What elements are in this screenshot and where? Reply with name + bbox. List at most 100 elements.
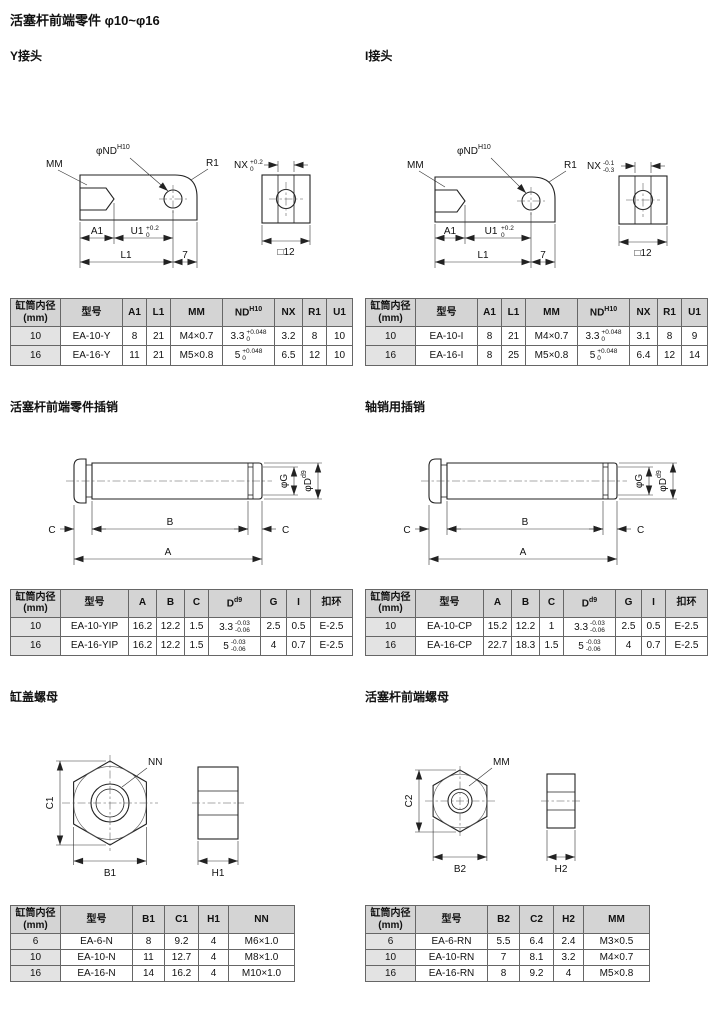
pin-length-dimensions: C B C A: [403, 500, 644, 565]
column-header: 型号: [60, 298, 123, 327]
column-header: R1: [302, 298, 327, 327]
column-header: C: [539, 588, 564, 618]
table-cell: 11: [122, 345, 147, 366]
label-mm: MM: [46, 159, 63, 170]
table-cell: 3.3-0.03-0.06: [563, 616, 616, 637]
table-cell: EA-10-CP: [415, 616, 484, 637]
label-phi-d: φDd9: [301, 470, 314, 492]
table-cell: EA-16-CP: [415, 635, 484, 657]
table-cell: M8×1.0: [228, 949, 295, 967]
label-u1-tol-bot: 0: [501, 232, 505, 239]
table-cell: 4: [260, 635, 287, 657]
table-cell: 21: [146, 325, 171, 347]
table-cell: 12.2: [156, 616, 185, 637]
table-cell: 16.2: [128, 635, 157, 657]
table-cell: 3.2: [553, 949, 584, 967]
section-heading-y: Y接头: [10, 49, 43, 63]
label-mm: MM: [493, 757, 510, 768]
table-cell: 6.5: [274, 345, 303, 366]
label-h1: H1: [212, 868, 225, 879]
table-cell: 10: [326, 345, 353, 366]
label-nx-tol-bot: -0.3: [603, 167, 615, 174]
label-a1: A1: [91, 226, 104, 237]
table-cell: 3.1: [629, 325, 658, 347]
table-cell: 8: [477, 345, 502, 366]
table-cell: 4: [198, 933, 229, 951]
column-header: MM: [525, 298, 578, 327]
table-cell: 11: [132, 949, 165, 967]
label-nd: φNDH10: [96, 144, 130, 157]
column-header: 型号: [60, 588, 129, 618]
column-header: Dd9: [208, 588, 261, 618]
column-header: I: [286, 588, 311, 618]
label-b: B: [167, 517, 174, 528]
table-cell: 12.2: [511, 616, 540, 637]
column-header: NN: [228, 905, 295, 935]
table-cell: 16: [365, 965, 416, 983]
table-cell: 4: [198, 949, 229, 967]
column-header: B: [156, 588, 185, 618]
table-cell: EA-10-YIP: [60, 616, 129, 637]
table-cell: 16: [10, 965, 61, 983]
i-joint-drawing: MM φNDH10 R1 A1 U1 +0.2: [407, 144, 668, 268]
table-cell: 10: [365, 949, 416, 967]
column-header: U1: [326, 298, 353, 327]
table-cell: 6: [10, 933, 61, 951]
column-header: L1: [501, 298, 526, 327]
section-cap-nut: 缸盖螺母 NN C1: [10, 686, 362, 983]
cap-nut-drawing: NN C1 B1: [45, 755, 244, 879]
y-length-dimensions: A1 U1 +0.2 0 L1 7: [79, 203, 198, 268]
label-nx: NX: [587, 161, 601, 172]
nut-side-view: H1: [192, 766, 244, 879]
column-header: 缸筒内径(mm): [10, 905, 61, 935]
table-cell: EA-10-I: [415, 325, 478, 347]
column-header: NX: [274, 298, 303, 327]
table-cell: 1.5: [184, 616, 209, 637]
table-cell: 4: [615, 635, 642, 657]
table-cell: 8: [657, 325, 682, 347]
table-cell: 8: [132, 933, 165, 951]
table-cell: EA-6-RN: [415, 933, 488, 951]
table-cell: 9.2: [519, 965, 554, 983]
table-cell: M5×0.8: [525, 345, 578, 366]
table-cell: 5-0.03-0.06: [563, 635, 616, 657]
column-header: NDH10: [222, 298, 275, 327]
table-cell: 2.5: [260, 616, 287, 637]
table-cell: 14: [132, 965, 165, 983]
table-cell: 25: [501, 345, 526, 366]
table-cell: 12.2: [156, 635, 185, 657]
table-cell: EA-6-N: [60, 933, 133, 951]
column-header: 缸筒内径(mm): [10, 298, 61, 327]
section-rod-nut: 活塞杆前端螺母 MM C2: [365, 686, 717, 983]
label-square12: □12: [634, 248, 652, 259]
table-cell: 10: [10, 616, 61, 637]
cp-pin-drawing: φG φDd9 C B: [403, 458, 677, 565]
table-cell: 4: [553, 965, 584, 983]
table-cell: 0.7: [641, 635, 666, 657]
table-cell: 4: [198, 965, 229, 983]
table-cell: 16.2: [164, 965, 199, 983]
column-header: 型号: [415, 298, 478, 327]
table-cell: 15.2: [483, 616, 512, 637]
table-cell: 21: [146, 345, 171, 366]
pin-outline: [421, 458, 627, 504]
table-cell: EA-16-YIP: [60, 635, 129, 657]
table-cell: EA-10-N: [60, 949, 133, 967]
label-7: 7: [182, 250, 188, 261]
label-nn: NN: [148, 757, 162, 768]
table-cell: 3.3-0.03-0.06: [208, 616, 261, 637]
table-cell: 16: [365, 345, 416, 366]
column-header: U1: [681, 298, 708, 327]
table-cell: 1: [539, 616, 564, 637]
table-cell: M4×0.7: [583, 949, 650, 967]
table-cell: 16: [365, 635, 416, 657]
